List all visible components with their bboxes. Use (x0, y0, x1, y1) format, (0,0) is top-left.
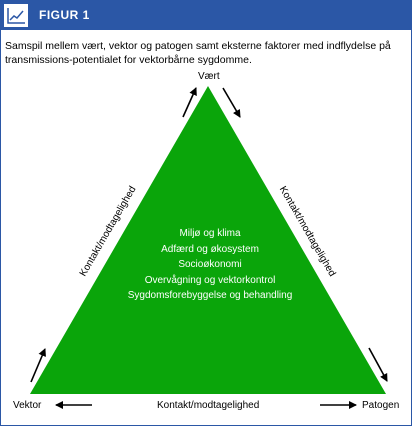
arrow-bottom-right-down (368, 347, 388, 382)
arrow-bottom-left-up (30, 348, 46, 383)
arrow-top-left (182, 87, 197, 118)
node-bottom-left-label: Vektor (13, 400, 42, 411)
factor-item: Sygdomsforebyggelse og behandling (127, 290, 293, 301)
line-chart-icon (4, 4, 28, 27)
node-top-label: Vært (198, 71, 220, 82)
triangle-shape (30, 86, 386, 394)
edge-bottom-label: Kontakt/modtagelighed (157, 400, 260, 411)
factor-item: Miljø og klima (179, 228, 241, 239)
external-factors-list: Miljø og klima Adfærd og økosystem Socio… (105, 226, 315, 304)
figure-header: FIGUR 1 (1, 1, 411, 30)
figure-title: FIGUR 1 (39, 8, 90, 22)
arrow-top-right (222, 87, 241, 118)
factor-item: Socioøkonomi (178, 259, 242, 270)
node-bottom-right-label: Patogen (362, 400, 400, 411)
factor-item: Overvågning og vektorkontrol (144, 274, 276, 286)
factor-item: Adfærd og økosystem (161, 243, 259, 255)
figure-caption: Samspil mellem vært, vektor og patogen s… (5, 40, 391, 66)
